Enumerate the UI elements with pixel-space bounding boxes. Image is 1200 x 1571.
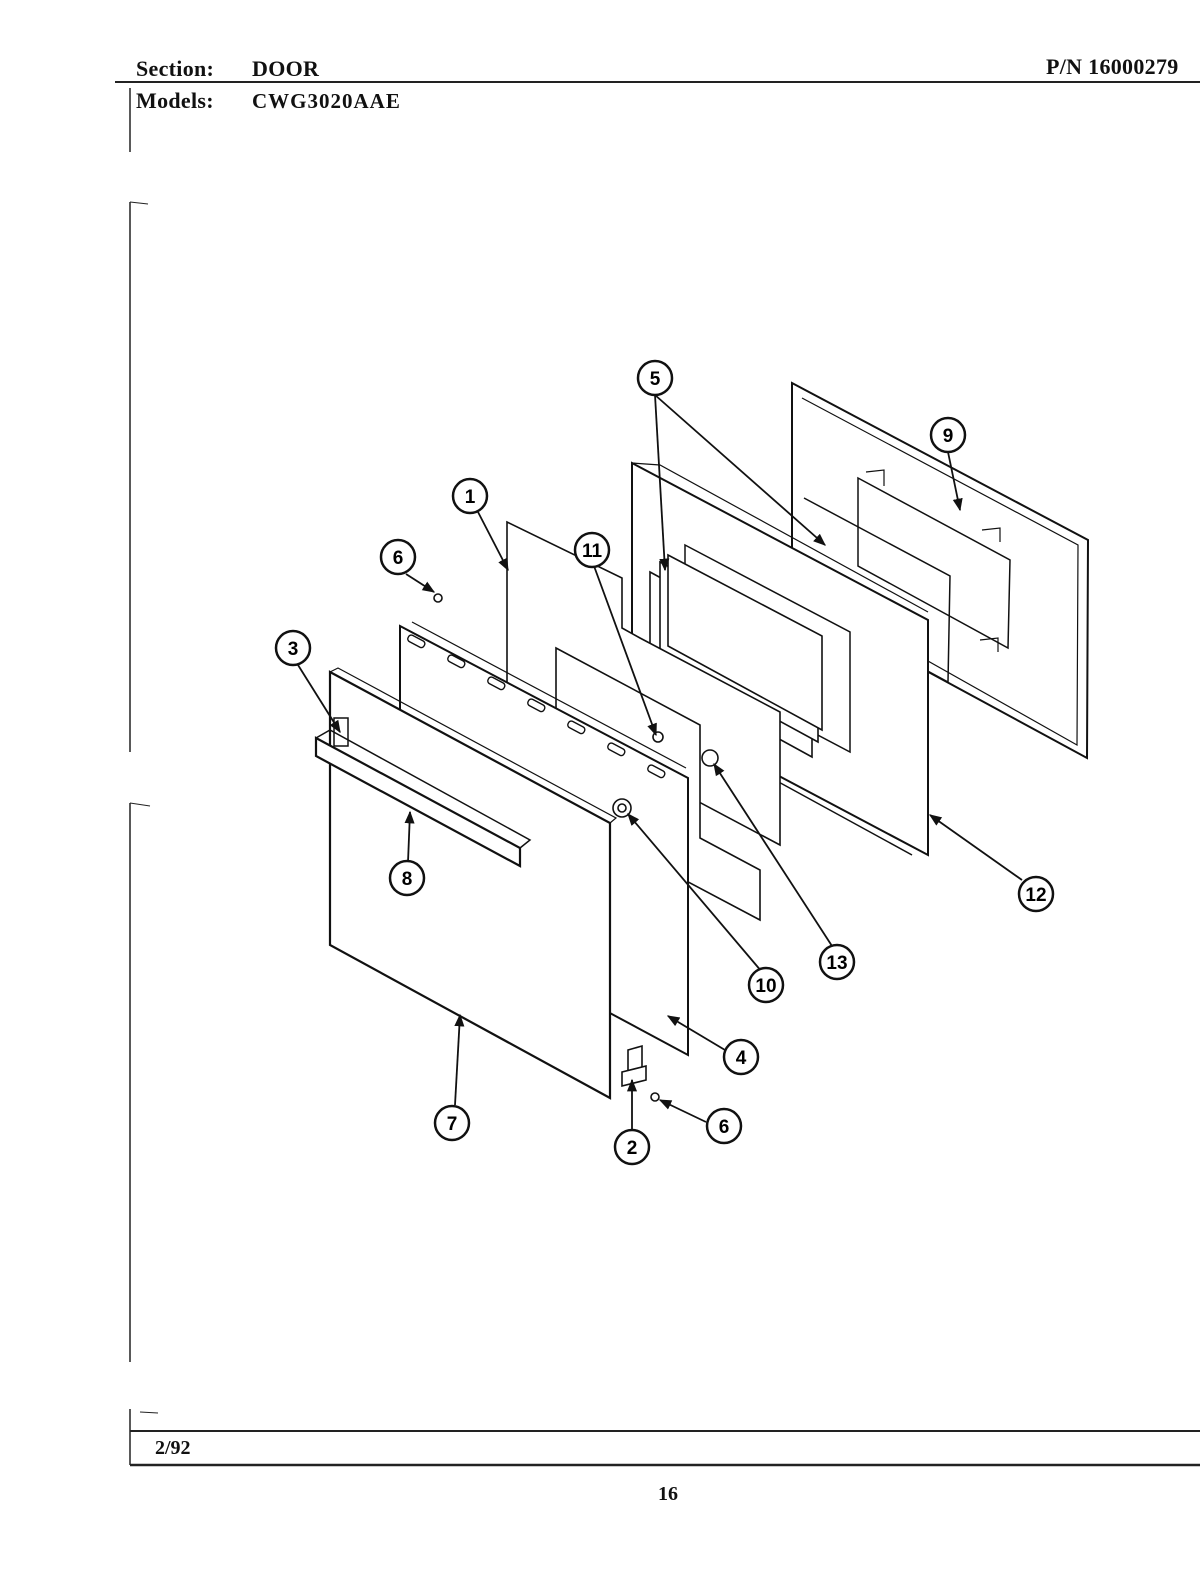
callout-12: 12 xyxy=(1017,875,1055,913)
models-label: Models: xyxy=(136,88,214,113)
svg-text:9: 9 xyxy=(943,426,954,447)
svg-text:6: 6 xyxy=(719,1117,730,1138)
section-label: Section: xyxy=(136,56,215,81)
svg-text:6: 6 xyxy=(393,548,404,569)
door-frame-rear xyxy=(791,381,1090,760)
callout-6-top: 6 xyxy=(379,538,417,576)
glass-panels xyxy=(649,553,823,759)
callout-6-bottom: 6 xyxy=(705,1107,743,1145)
svg-text:1: 1 xyxy=(465,487,476,508)
callout-1: 1 xyxy=(451,477,489,515)
callout-8: 8 xyxy=(388,859,426,897)
callout-10: 10 xyxy=(747,966,785,1004)
svg-text:4: 4 xyxy=(736,1048,747,1069)
svg-text:10: 10 xyxy=(755,976,776,997)
svg-text:7: 7 xyxy=(447,1114,458,1135)
bushing-13 xyxy=(701,749,719,767)
svg-text:13: 13 xyxy=(826,953,847,974)
screw-bottom xyxy=(650,1092,660,1102)
callout-2: 2 xyxy=(613,1128,651,1166)
svg-text:2: 2 xyxy=(627,1138,638,1159)
page-frame xyxy=(115,81,1200,1467)
revision-date: 2/92 xyxy=(155,1437,191,1459)
models-value: CWG3020AAE xyxy=(252,89,401,113)
callout-7: 7 xyxy=(433,1104,471,1142)
svg-text:12: 12 xyxy=(1025,885,1046,906)
callout-13: 13 xyxy=(818,943,856,981)
svg-text:11: 11 xyxy=(582,541,603,562)
outer-door-panel xyxy=(314,667,618,1100)
part-number: P/N 16000279 xyxy=(1046,54,1179,79)
callout-4: 4 xyxy=(722,1038,760,1076)
svg-text:8: 8 xyxy=(402,869,413,890)
svg-text:5: 5 xyxy=(650,369,661,390)
page-number: 16 xyxy=(658,1483,678,1505)
screw-top xyxy=(433,593,443,603)
callout-5: 5 xyxy=(636,359,674,397)
callout-9: 9 xyxy=(929,416,967,454)
callout-3: 3 xyxy=(274,629,312,667)
callout-11: 11 xyxy=(573,531,611,569)
svg-text:3: 3 xyxy=(288,639,299,660)
leader-lines xyxy=(297,394,1023,1130)
section-value: DOOR xyxy=(252,56,320,81)
